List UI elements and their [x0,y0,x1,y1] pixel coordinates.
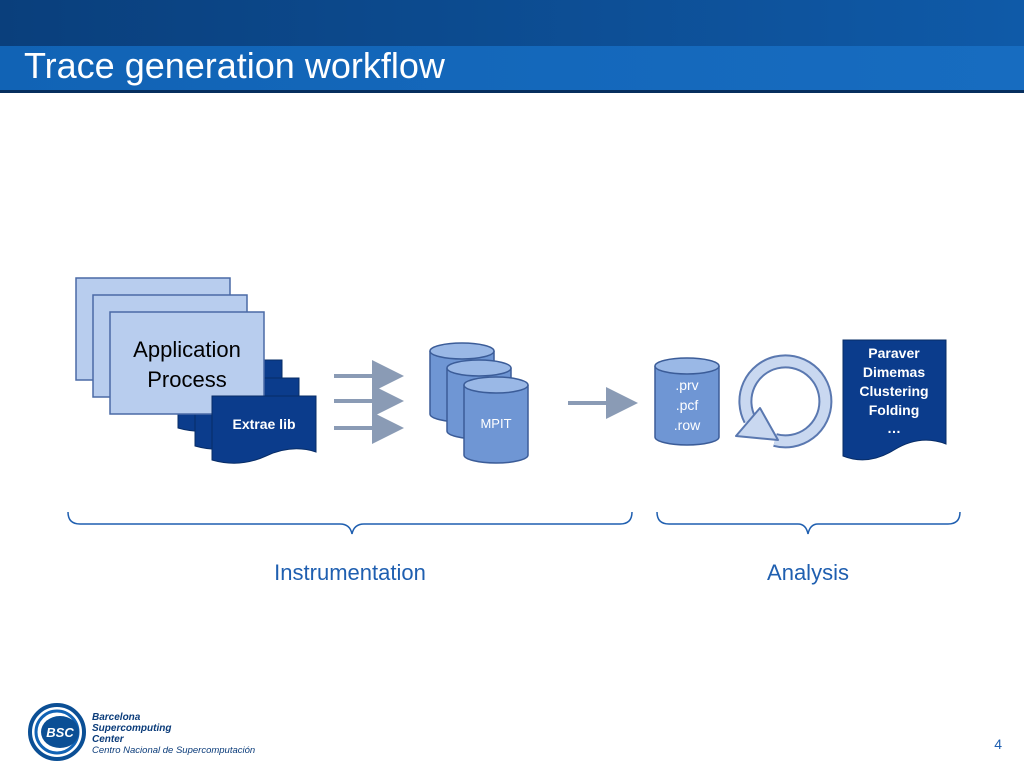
org-subtitle: Centro Nacional de Supercomputación [92,745,256,756]
header-band-dark [0,0,1024,46]
mpit-label: MPIT [480,416,511,431]
organization-name: Barcelona Supercomputing Center Centro N… [92,712,255,756]
tool-clustering: Clustering [859,383,928,399]
tool-more: … [887,420,901,436]
tools-doc-shape [842,339,947,461]
org-line1: Barcelona [92,712,141,723]
slide-header [0,0,1024,93]
trace-file-prv: .prv [675,377,698,393]
header-rule [0,90,1024,93]
application-process-stack: Application Process [75,277,265,415]
slide-title: Trace generation workflow [24,45,445,86]
extrae-doc-front [211,395,317,464]
org-line3: Center [92,734,124,745]
page-number: 4 [994,736,1002,752]
process-label-line2: Process [147,367,226,392]
process-label-line1: Application [133,337,241,362]
mpit-cylinders: MPIT [429,342,529,464]
phase-instrumentation-label: Instrumentation [274,560,426,585]
phase-analysis-label: Analysis [767,560,849,585]
cycle-arrow-ring-inner [740,356,831,447]
instrumentation-brace [67,511,633,535]
tool-paraver: Paraver [868,345,920,361]
cycle-arrow-head [735,407,779,441]
org-line2: Supercomputing [92,723,172,734]
cycle-arrow [735,354,833,449]
analysis-brace [656,511,961,535]
mpit-cylinder-front [463,376,529,464]
header-band-light [0,46,1024,90]
tool-dimemas: Dimemas [863,364,925,380]
extrae-lib-doc: Extrae lib [211,395,317,464]
extrae-lib-label: Extrae lib [232,416,295,432]
trace-file-row: .row [674,417,701,433]
instrumentation-arrows [334,360,404,444]
bsc-logo-text: BSC [46,725,74,740]
trace-file-pcf: .pcf [676,397,699,413]
bsc-logo: BSC [28,703,86,761]
tool-folding: Folding [869,402,920,418]
analysis-tools-doc: Paraver Dimemas Clustering Folding … [842,339,947,461]
trace-files-cylinder: .prv .pcf .row [654,357,720,446]
